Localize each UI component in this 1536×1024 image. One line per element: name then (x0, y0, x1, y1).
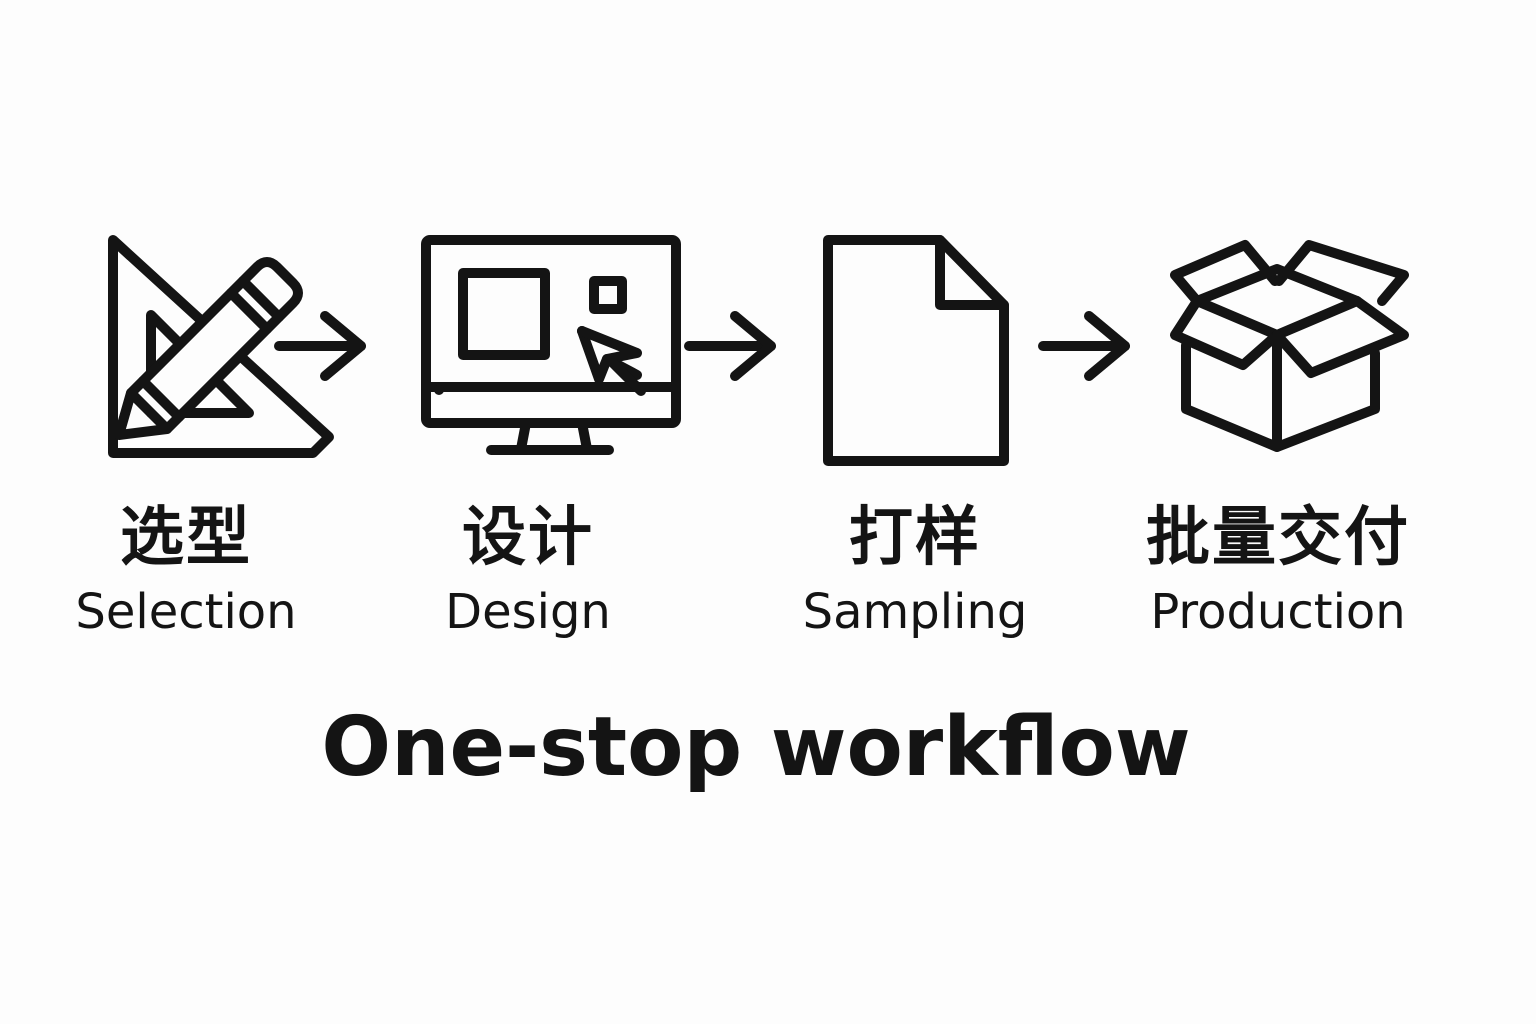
step-selection: 选型 Selection (36, 235, 336, 640)
step-label-zh: 打样 (849, 501, 981, 575)
step-label-en: Selection (75, 584, 297, 640)
step-label-en: Design (445, 584, 611, 640)
arrow-right-icon (274, 311, 366, 381)
arrow-right-icon (684, 311, 776, 381)
open-box-icon (1170, 240, 1409, 452)
pencil-ruler-icon (108, 235, 334, 458)
step-label-en: Production (1150, 584, 1406, 640)
step-label-zh: 设计 (462, 501, 594, 575)
step-label-en: Sampling (802, 584, 1028, 640)
step-label-zh: 选型 (120, 501, 252, 575)
monitor-design-icon (421, 235, 681, 455)
diagram-title: One-stop workflow (321, 700, 1191, 795)
step-sampling: 打样 Sampling (765, 235, 1065, 640)
step-label-zh: 批量交付 (1146, 501, 1410, 575)
arrow-right-icon (1038, 311, 1130, 381)
document-icon (823, 235, 1009, 466)
step-production: 批量交付 Production (1128, 235, 1428, 640)
step-design: 设计 Design (378, 235, 681, 640)
